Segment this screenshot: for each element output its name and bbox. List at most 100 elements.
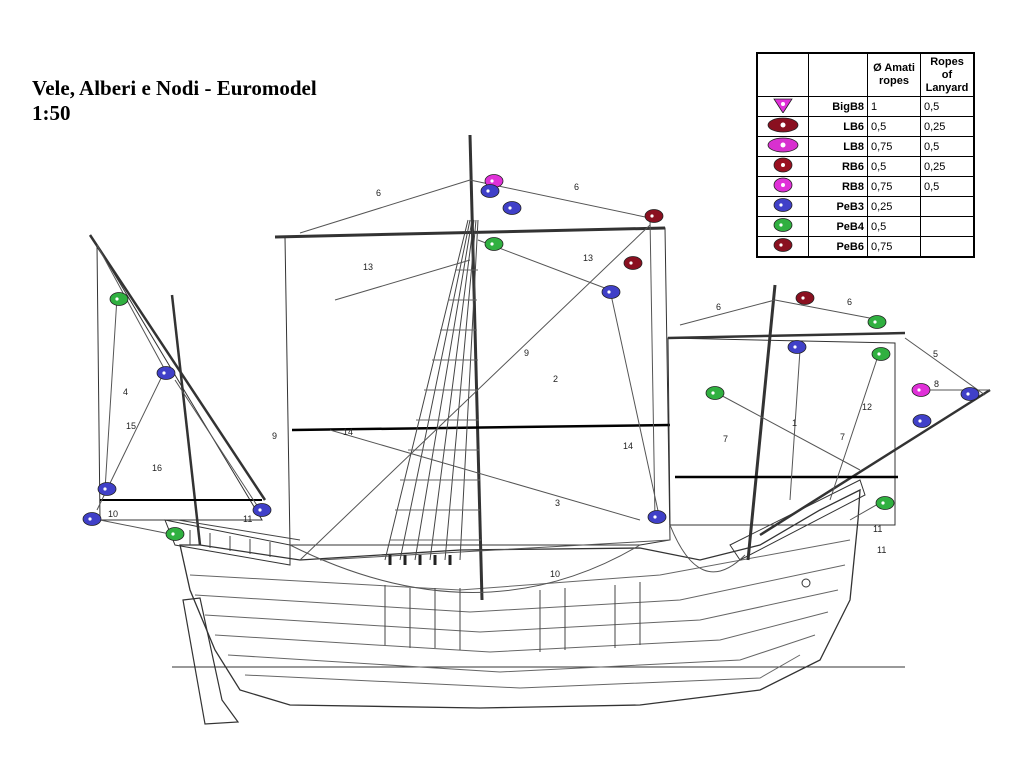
rigging-block (644, 209, 664, 223)
legend-amati: 0,25 (867, 196, 921, 217)
legend-amati: 0,5 (867, 216, 921, 237)
rope-number-label: 9 (272, 431, 277, 441)
main-sail-bonnet (291, 423, 671, 432)
fore-sail (667, 337, 896, 526)
rigging-block (82, 512, 102, 526)
legend-block-shape (767, 117, 799, 133)
rigging-block (787, 340, 807, 354)
legend-block-shape (773, 157, 793, 173)
legend-row: PeB4 0,5 (756, 216, 975, 237)
fore-sail-belly (669, 524, 746, 573)
diagram-title: Vele, Alberi e Nodi - Euromodel 1:50 (32, 76, 317, 126)
rigging-block (867, 315, 887, 329)
legend-row: BigB8 1 0,5 (756, 96, 975, 117)
rigging-block (960, 387, 980, 401)
fore-mast (746, 284, 777, 561)
block-icon (756, 236, 809, 258)
legend-amati: 0,75 (867, 236, 921, 258)
rope-number-label: 11 (873, 524, 882, 534)
legend-row: LB8 0,75 0,5 (756, 136, 975, 157)
stern-castle (164, 519, 291, 566)
legend-row: LB6 0,5 0,25 (756, 116, 975, 137)
mizzen-rigging (96, 244, 261, 536)
rope-number-label: 2 (553, 374, 558, 384)
rope-number-label: 10 (550, 569, 560, 579)
legend-block-shape (773, 238, 793, 252)
rudder (182, 597, 240, 725)
title-line-1: Vele, Alberi e Nodi - Euromodel (32, 76, 317, 100)
main-sail (284, 227, 671, 546)
title-line-2: 1:50 (32, 101, 71, 125)
mizzen-sail (96, 243, 263, 521)
rigging-block (97, 482, 117, 496)
bow-castle (729, 479, 866, 561)
rigging-block (871, 347, 891, 361)
rigging-block (601, 285, 621, 299)
rope-number-label: 15 (126, 421, 136, 431)
deadeyes (388, 555, 452, 565)
block-legend-table: Ø Amati ropes Ropes of Lanyard BigB8 1 0… (756, 52, 975, 258)
legend-block-shape (773, 198, 793, 212)
block-peb4-icon (773, 218, 793, 232)
rope-number-label: 3 (555, 498, 560, 508)
rigging-block (252, 503, 272, 517)
rigging-block (912, 414, 932, 428)
stern-rail (177, 519, 301, 557)
block-peb3-icon (773, 198, 793, 212)
rigging-block (502, 201, 522, 215)
hawse-hole (801, 578, 811, 588)
rope-number-label: 7 (840, 432, 845, 442)
legend-lanyard: 0,5 (920, 96, 975, 117)
legend-header-icon (756, 52, 809, 97)
main-mast (468, 134, 484, 601)
rope-number-label: 13 (363, 262, 373, 272)
rigging-block (795, 291, 815, 305)
legend-code: RB8 (808, 176, 868, 197)
rope-number-label: 5 (933, 349, 938, 359)
legend-row: PeB6 0,75 (756, 236, 975, 258)
legend-code: PeB4 (808, 216, 868, 237)
rope-number-label: 4 (123, 387, 128, 397)
rigging-block (623, 256, 643, 270)
rope-number-label: 12 (862, 402, 872, 412)
ratlines (390, 269, 481, 541)
rope-number-label: 11 (877, 545, 886, 555)
rope-number-label: 10 (108, 509, 118, 519)
rigging-block (165, 527, 185, 541)
block-lb8-icon (767, 137, 799, 153)
block-icon (756, 176, 809, 197)
rigging-block (911, 383, 931, 397)
hull-planking (189, 539, 851, 689)
rigging-block (480, 184, 500, 198)
legend-header-amati: Ø Amati ropes (867, 52, 921, 97)
block-rb8-icon (773, 177, 793, 193)
rope-number-label: 8 (934, 379, 939, 389)
block-rb6-icon (773, 157, 793, 173)
legend-block-shape (773, 218, 793, 232)
legend-block-shape (767, 137, 799, 153)
rope-number-label: 13 (583, 253, 593, 263)
rope-number-label: 6 (376, 188, 381, 198)
block-bigb8-icon (773, 98, 793, 114)
rigging-block (484, 237, 504, 251)
rail-posts (384, 582, 641, 652)
rope-number-label: 14 (623, 441, 633, 451)
rigging-block (109, 292, 129, 306)
block-icon (756, 136, 809, 157)
rope-number-label: 7 (723, 434, 728, 444)
rope-number-label: 1 (792, 418, 797, 428)
main-sail-belly (289, 544, 641, 593)
fore-yard (667, 331, 906, 340)
mizzen-mast (170, 294, 202, 546)
legend-lanyard (920, 236, 975, 258)
rigging-block (705, 386, 725, 400)
rope-number-label: 6 (716, 302, 721, 312)
block-lb6-icon (767, 117, 799, 133)
main-rigging (299, 179, 671, 561)
bowsprit (759, 388, 991, 537)
legend-row: RB6 0,5 0,25 (756, 156, 975, 177)
legend-block-shape (773, 98, 793, 114)
rigging-block (875, 496, 895, 510)
rope-number-label: 6 (847, 297, 852, 307)
